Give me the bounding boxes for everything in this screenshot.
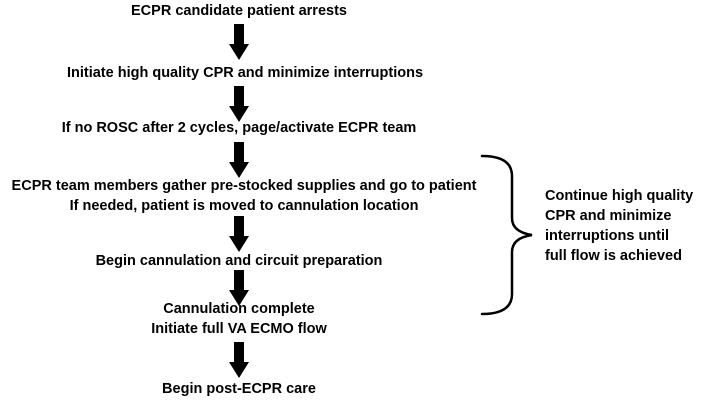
down-arrow-icon	[229, 342, 249, 378]
step-post-ecpr-care: Begin post-ECPR care	[162, 379, 316, 399]
side-note-line: full flow is achieved	[545, 248, 682, 264]
side-note-line: CPR and minimize	[545, 208, 672, 224]
step-activate-ecpr-team: If no ROSC after 2 cycles, page/activate…	[62, 118, 417, 138]
step-line: ECPR candidate patient arrests	[131, 3, 347, 19]
step-line: Begin post-ECPR care	[162, 381, 316, 397]
right-curly-brace	[480, 154, 533, 316]
step-line: ECPR team members gather pre-stocked sup…	[11, 178, 477, 194]
step-initiate-cpr: Initiate high quality CPR and minimize i…	[67, 63, 423, 83]
down-arrow-icon	[229, 270, 249, 306]
down-arrow-icon	[229, 24, 249, 60]
step-line: Begin cannulation and circuit preparatio…	[95, 253, 383, 269]
side-note-line: Continue high quality	[545, 188, 694, 204]
side-note-line: interruptions until	[545, 228, 670, 244]
step-line: If needed, patient is moved to cannulati…	[69, 198, 419, 214]
step-line: If no ROSC after 2 cycles, page/activate…	[61, 120, 417, 136]
step-line: Initiate full VA ECMO flow	[151, 321, 327, 337]
side-note: Continue high quality CPR and minimize i…	[545, 186, 693, 266]
step-cannulation-complete: Cannulation complete Initiate full VA EC…	[151, 299, 327, 339]
step-line: Initiate high quality CPR and minimize i…	[66, 65, 424, 81]
step-patient-arrests: ECPR candidate patient arrests	[131, 1, 347, 21]
down-arrow-icon	[229, 86, 249, 122]
down-arrow-icon	[229, 142, 249, 178]
step-line: Cannulation complete	[163, 301, 315, 317]
step-gather-supplies: ECPR team members gather pre-stocked sup…	[12, 176, 477, 216]
step-begin-cannulation: Begin cannulation and circuit preparatio…	[96, 251, 383, 271]
down-arrow-icon	[229, 216, 249, 252]
